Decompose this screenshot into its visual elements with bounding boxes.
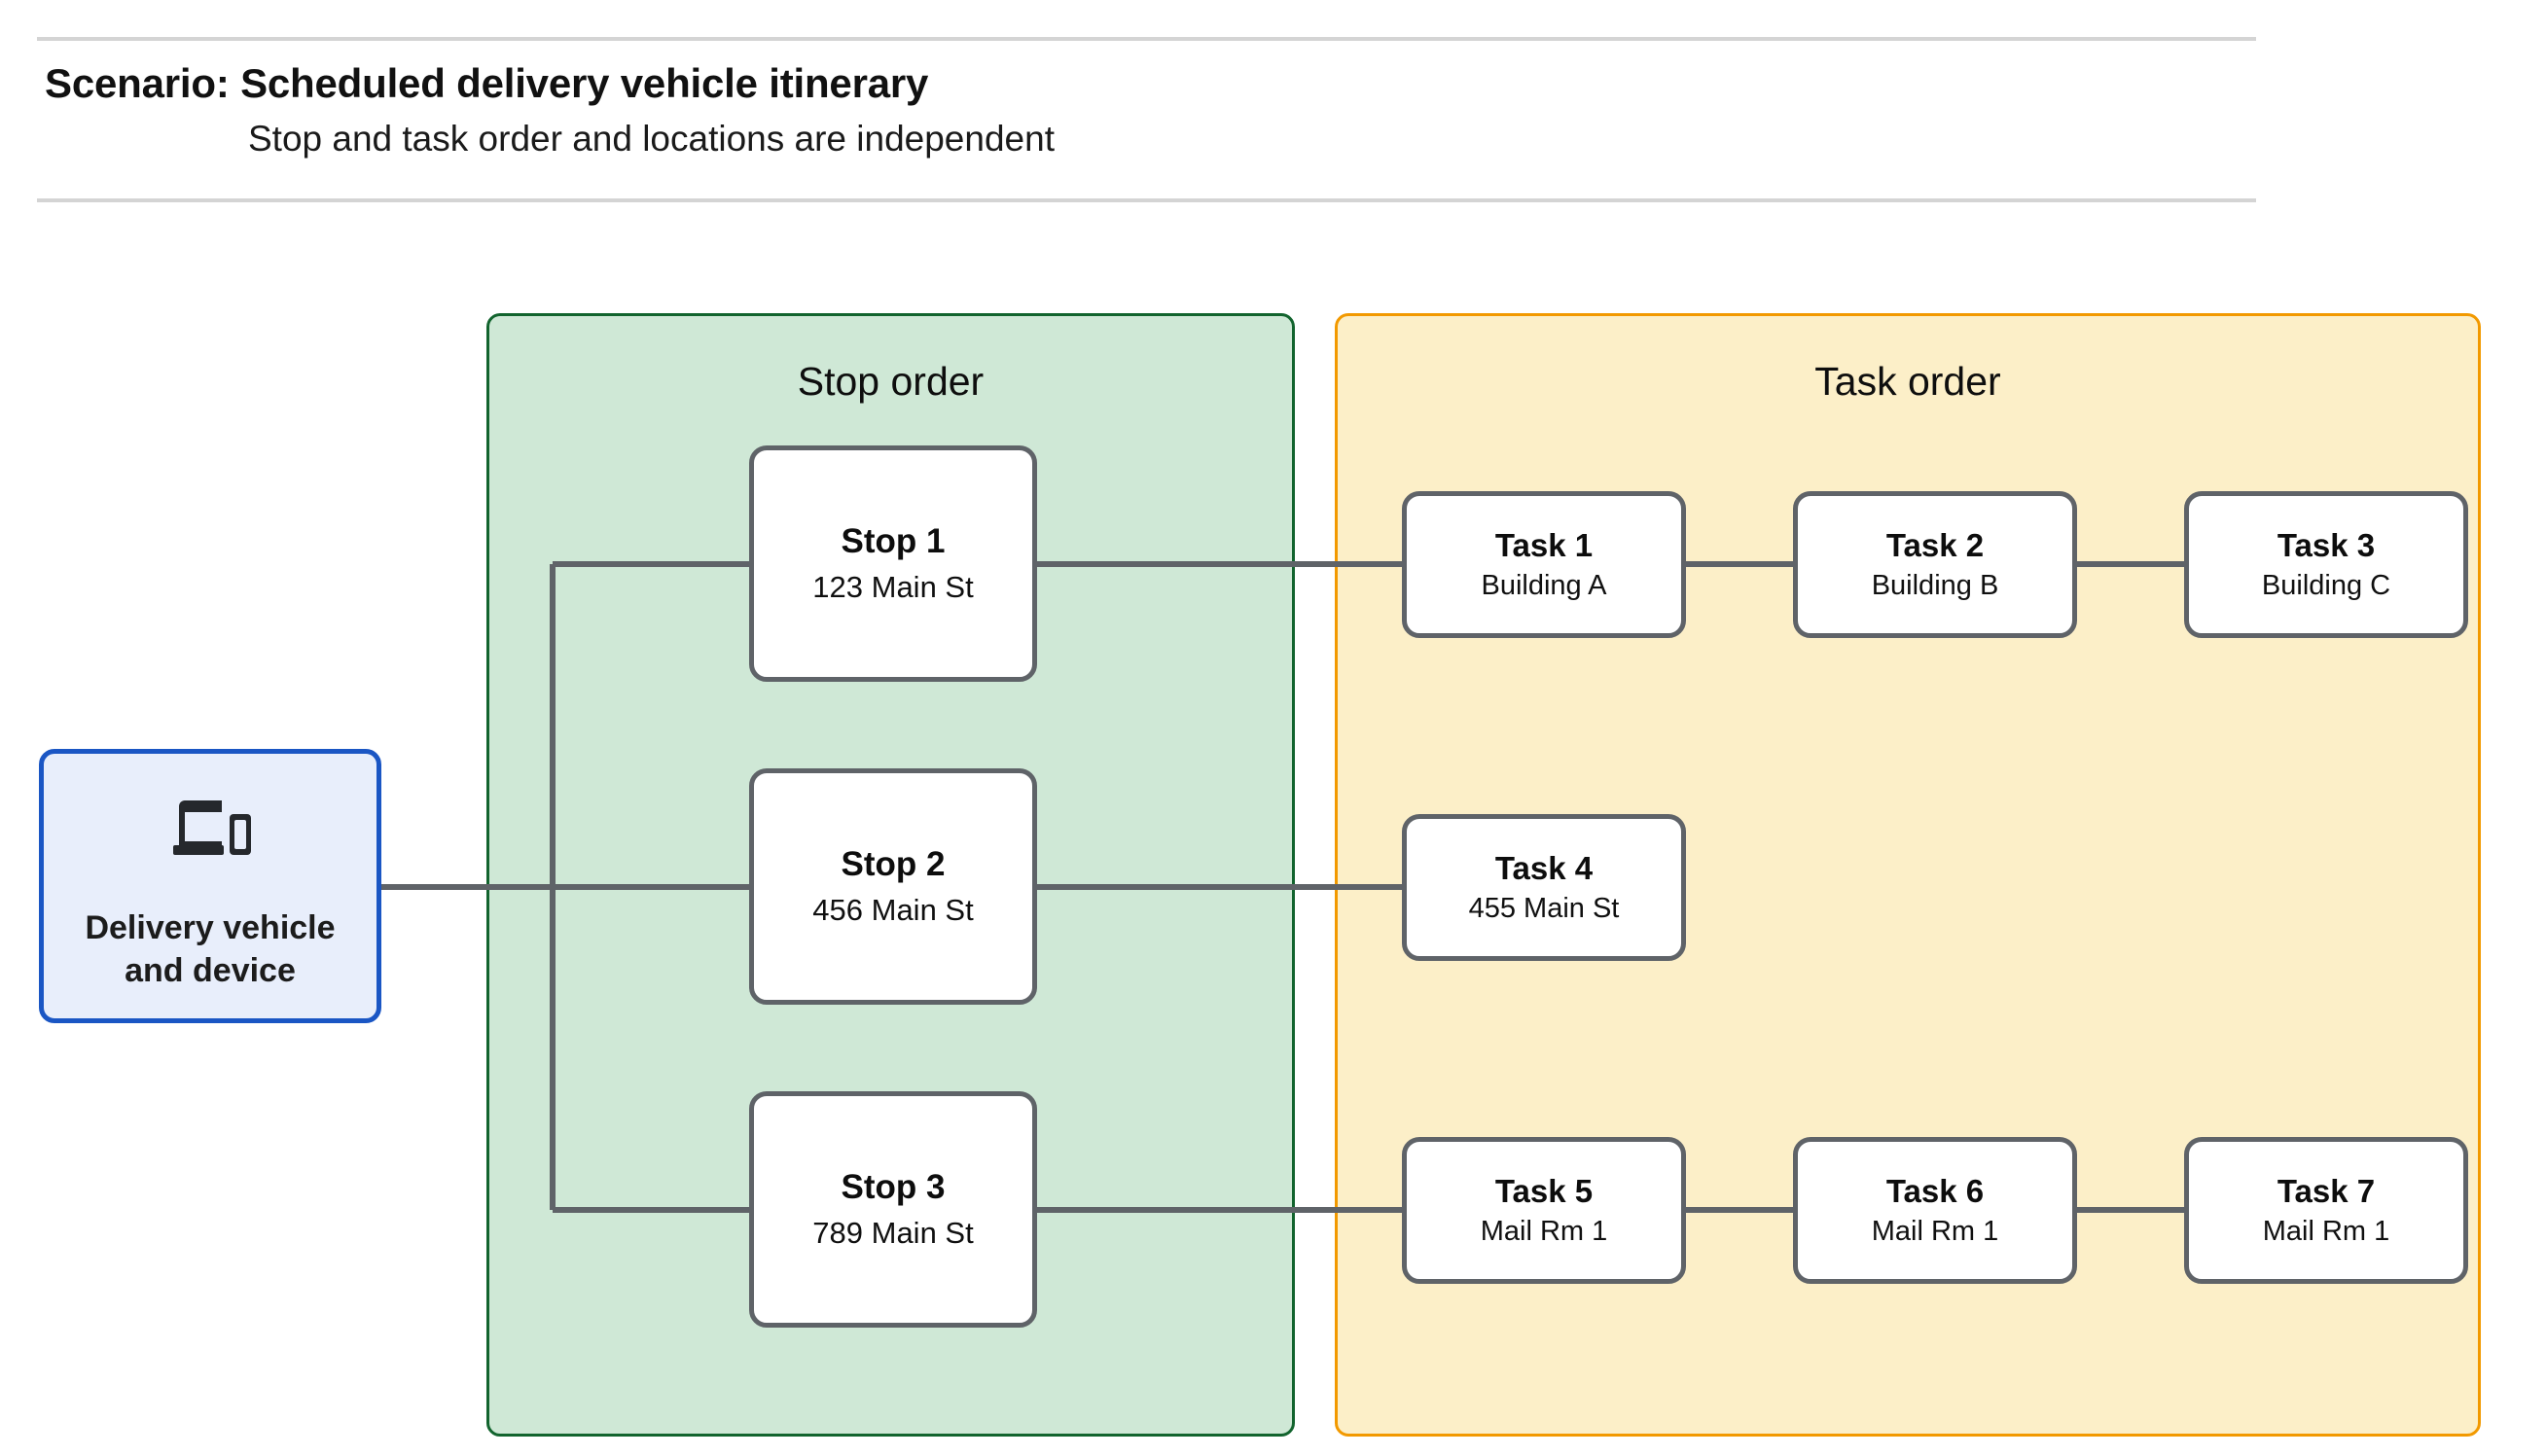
task-card-location: Mail Rm 1 xyxy=(2262,1215,2390,1247)
stop-card-title: Stop 3 xyxy=(841,1168,946,1207)
stop-card-title: Stop 1 xyxy=(841,522,946,561)
stop-card-address: 789 Main St xyxy=(812,1215,974,1250)
task-card[interactable]: Task 5 Mail Rm 1 xyxy=(1402,1137,1686,1284)
delivery-vehicle-label: Delivery vehicle and device xyxy=(85,907,335,992)
task-order-panel-title: Task order xyxy=(1814,359,2001,404)
task-card-title: Task 2 xyxy=(1885,526,1985,563)
devices-icon xyxy=(165,799,255,859)
task-card[interactable]: Task 4 455 Main St xyxy=(1402,814,1686,961)
stop-order-panel-title: Stop order xyxy=(797,359,985,404)
stop-card[interactable]: Stop 1 123 Main St xyxy=(749,445,1037,682)
task-card[interactable]: Task 3 Building C xyxy=(2184,491,2468,638)
task-card-title: Task 5 xyxy=(1494,1172,1594,1209)
header-divider-top xyxy=(37,37,2256,41)
stop-card[interactable]: Stop 2 456 Main St xyxy=(749,768,1037,1005)
task-card[interactable]: Task 7 Mail Rm 1 xyxy=(2184,1137,2468,1284)
task-card-title: Task 7 xyxy=(2277,1172,2376,1209)
task-card[interactable]: Task 2 Building B xyxy=(1793,491,2077,638)
task-card[interactable]: Task 6 Mail Rm 1 xyxy=(1793,1137,2077,1284)
task-card-location: Mail Rm 1 xyxy=(1480,1215,1608,1247)
task-card[interactable]: Task 1 Building A xyxy=(1402,491,1686,638)
delivery-vehicle-label-line2: and device xyxy=(125,951,296,989)
delivery-vehicle-label-line1: Delivery vehicle xyxy=(85,909,336,946)
task-card-title: Task 1 xyxy=(1494,526,1594,563)
task-card-title: Task 3 xyxy=(2277,526,2376,563)
stop-card-address: 123 Main St xyxy=(812,569,974,604)
task-card-location: Building B xyxy=(1871,569,1999,601)
stop-card[interactable]: Stop 3 789 Main St xyxy=(749,1091,1037,1328)
task-card-title: Task 4 xyxy=(1494,849,1594,886)
task-card-title: Task 6 xyxy=(1885,1172,1985,1209)
stop-card-title: Stop 2 xyxy=(841,845,946,884)
page-title: Scenario: Scheduled delivery vehicle iti… xyxy=(45,60,929,106)
task-card-location: Building A xyxy=(1481,569,1607,601)
stop-card-address: 456 Main St xyxy=(812,892,974,927)
task-card-location: 455 Main St xyxy=(1468,892,1620,924)
page-subtitle: Stop and task order and locations are in… xyxy=(248,119,1055,159)
header-divider-bottom xyxy=(37,198,2256,202)
delivery-vehicle-card[interactable]: Delivery vehicle and device xyxy=(39,749,381,1023)
task-card-location: Building C xyxy=(2261,569,2391,601)
task-card-location: Mail Rm 1 xyxy=(1871,1215,1999,1247)
